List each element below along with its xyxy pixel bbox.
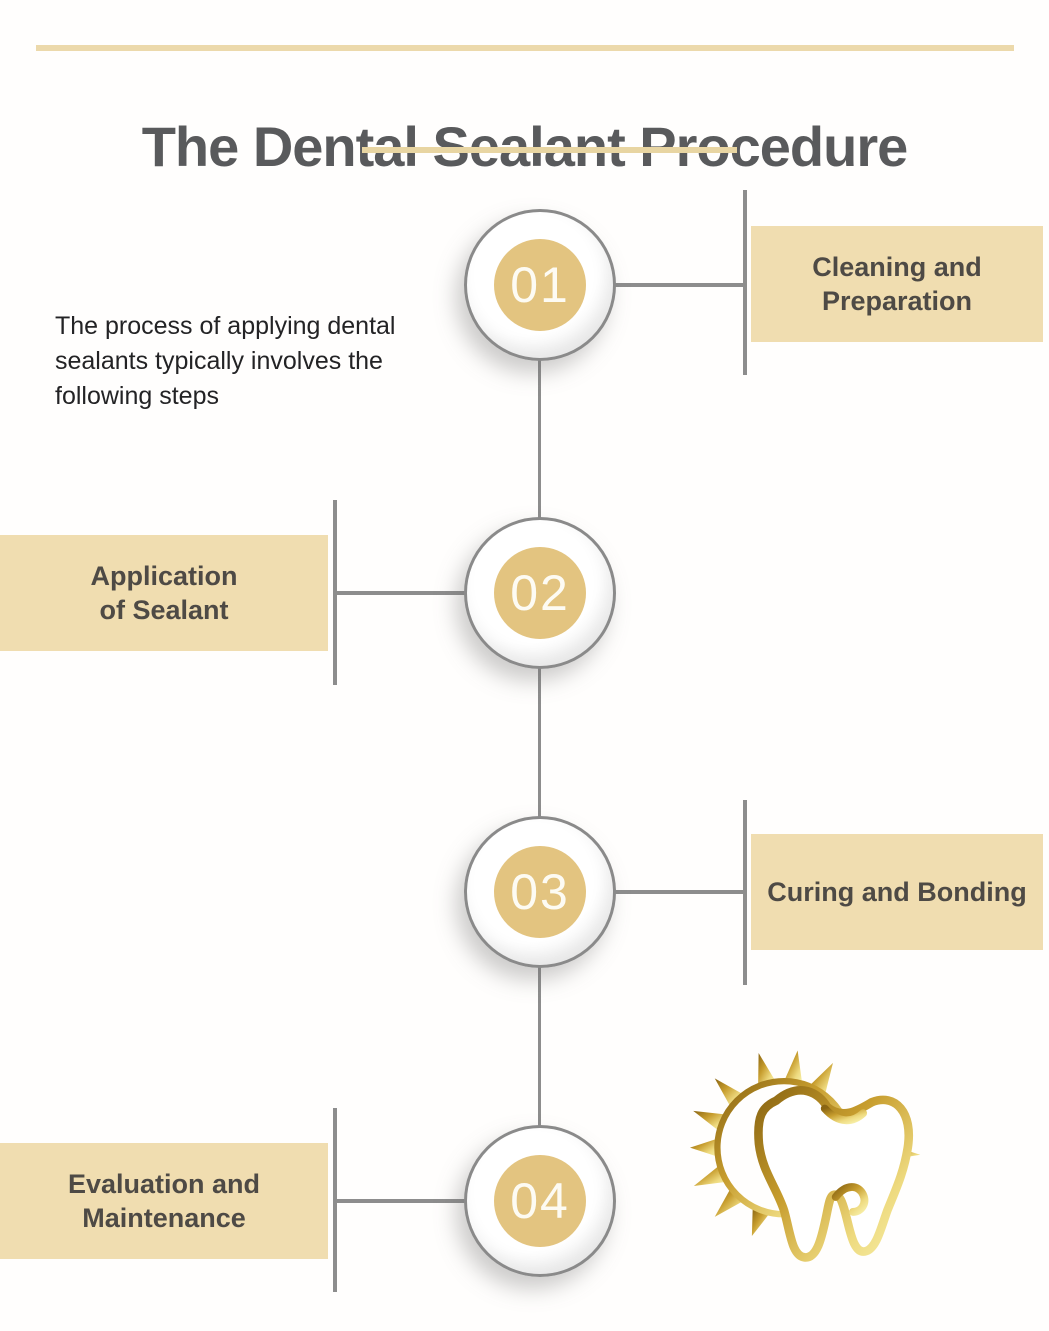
page-title: The Dental Sealant Procedure: [141, 114, 909, 178]
title-underline: [362, 147, 737, 153]
tooth-root-detail: [831, 1183, 869, 1216]
timeline-spine-segment: [538, 360, 541, 518]
tooth-outline: [754, 1086, 914, 1262]
step-bracket-line: [743, 190, 747, 375]
tooth-crown-detail: [820, 1104, 868, 1125]
step-number-badge: 04: [494, 1155, 586, 1247]
step-number-circle: 04: [464, 1125, 616, 1277]
intro-text: The process of applying dental sealants …: [55, 312, 396, 410]
step-label-box: Curing and Bonding: [751, 834, 1043, 950]
timeline-spine-segment: [538, 667, 541, 819]
step-number: 02: [510, 565, 570, 621]
step-number-badge: 01: [494, 239, 586, 331]
step-label-box: Cleaning and Preparation: [751, 226, 1043, 342]
step-number-badge: 02: [494, 547, 586, 639]
step-number-circle: 02: [464, 517, 616, 669]
step-number: 03: [510, 864, 570, 920]
step-bracket-line: [333, 500, 337, 685]
timeline-spine-segment: [538, 963, 541, 1128]
step-label: Evaluation and Maintenance: [67, 1169, 261, 1233]
step-label: Curing and Bonding: [767, 877, 1027, 907]
step-bracket-line: [333, 1108, 337, 1292]
step-label-box: Evaluation and Maintenance: [0, 1143, 328, 1259]
tooth-sun-logo: [690, 1050, 921, 1262]
step-number: 04: [510, 1173, 570, 1229]
step-connector-line: [337, 591, 467, 595]
step-label-box: Application of Sealant: [0, 535, 328, 651]
step-connector-line: [612, 890, 745, 894]
step-number-badge: 03: [494, 846, 586, 938]
step-number: 01: [510, 257, 570, 313]
step-connector-line: [612, 283, 745, 287]
step-number-circle: 01: [464, 209, 616, 361]
step-connector-line: [337, 1199, 467, 1203]
step-label: Cleaning and Preparation: [812, 252, 982, 316]
step-number-circle: 03: [464, 816, 616, 968]
step-label: Application of Sealant: [90, 561, 238, 625]
step-bracket-line: [743, 800, 747, 985]
top-divider-line: [36, 45, 1014, 51]
